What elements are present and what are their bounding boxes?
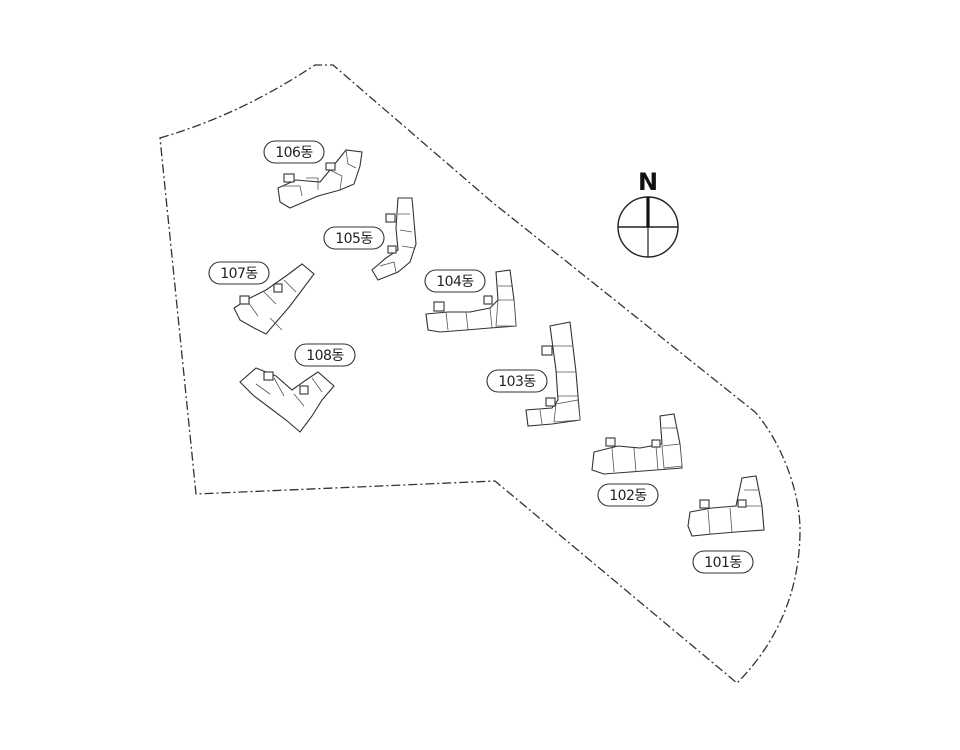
- building-label-104: 104동: [424, 269, 486, 293]
- building-label-107: 107동: [208, 261, 270, 285]
- svg-text:108동: 108동: [306, 348, 344, 364]
- building-104-footprint: [425, 269, 517, 333]
- building-108-footprint: [239, 367, 335, 433]
- building-label-105: 105동: [323, 226, 385, 250]
- compass-north-label: N: [638, 168, 658, 196]
- building-107-footprint: [233, 263, 315, 335]
- building-label-106: 106동: [263, 140, 325, 164]
- building-106-footprint: [277, 149, 363, 209]
- building-label-101: 101동: [692, 550, 754, 574]
- north-arrow-compass-icon: N: [617, 168, 679, 258]
- building-105-footprint: [371, 197, 417, 281]
- svg-text:103동: 103동: [498, 374, 536, 390]
- building-103-highlight: [553, 399, 581, 423]
- building-103-footprint: [525, 321, 581, 427]
- svg-text:101동: 101동: [704, 555, 742, 571]
- svg-text:107동: 107동: [220, 266, 258, 282]
- svg-text:106동: 106동: [275, 145, 313, 161]
- building-label-108: 108동: [294, 343, 356, 367]
- building-104-highlight: [495, 299, 517, 327]
- building-102-highlight: [661, 443, 683, 469]
- building-101-footprint: [687, 475, 765, 537]
- svg-text:105동: 105동: [335, 231, 373, 247]
- building-102-footprint: [591, 413, 683, 475]
- svg-text:104동: 104동: [436, 274, 474, 290]
- site-boundary: [159, 64, 801, 684]
- building-label-103: 103동: [486, 369, 548, 393]
- svg-text:102동: 102동: [609, 488, 647, 504]
- building-label-102: 102동: [597, 483, 659, 507]
